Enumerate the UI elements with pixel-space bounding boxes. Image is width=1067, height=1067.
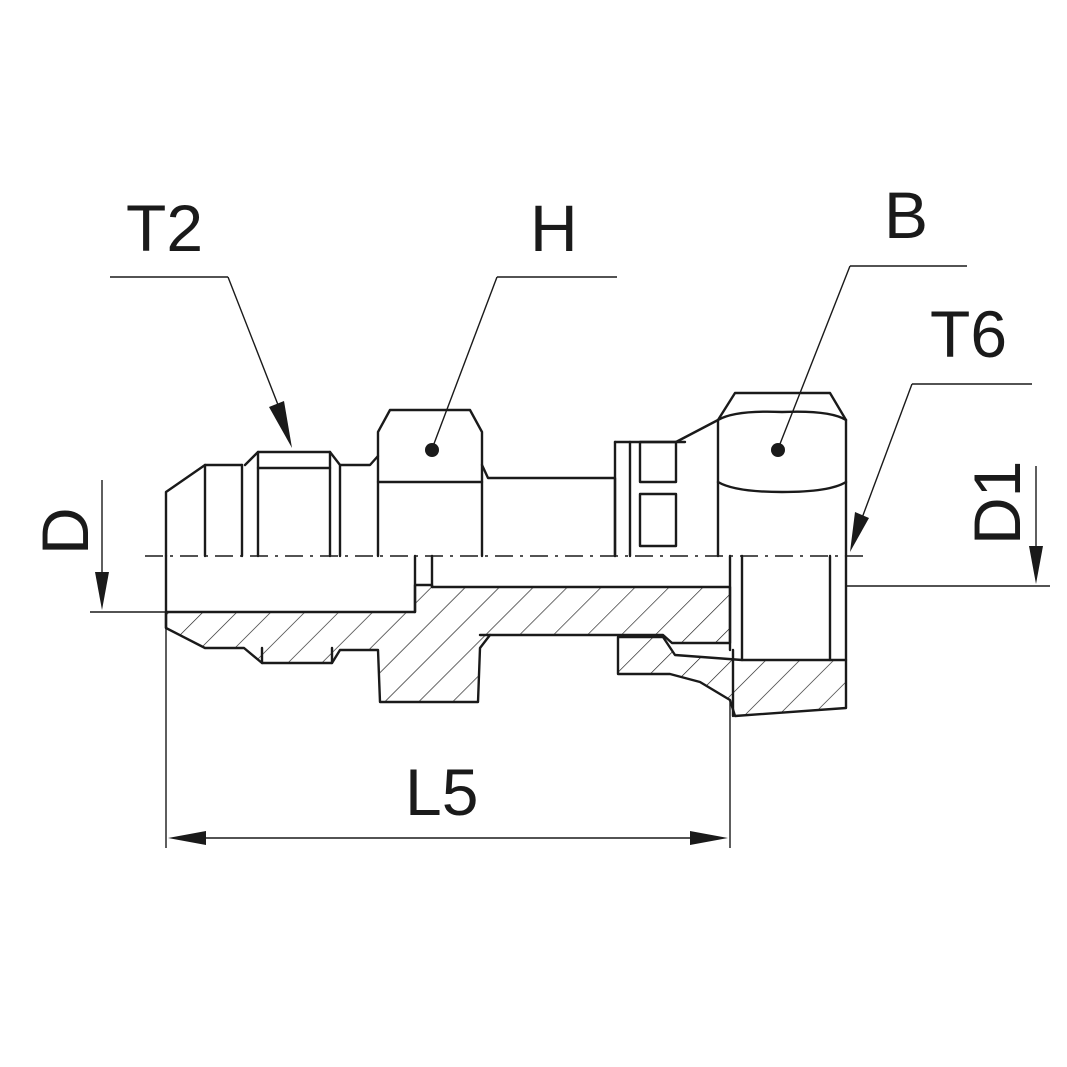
leaders: [110, 265, 1032, 552]
label-t6: T6: [930, 297, 1007, 371]
dimensions: [90, 466, 1050, 848]
label-t2: T2: [126, 191, 203, 265]
label-d: D: [28, 507, 102, 555]
label-d1: D1: [960, 461, 1034, 545]
label-l5: L5: [405, 755, 478, 829]
exterior-view: [164, 391, 848, 558]
h-leader-dot: [425, 443, 439, 457]
label-h: H: [530, 191, 578, 265]
section-view: [164, 554, 848, 718]
label-b: B: [884, 178, 928, 252]
b-leader-dot: [771, 443, 785, 457]
